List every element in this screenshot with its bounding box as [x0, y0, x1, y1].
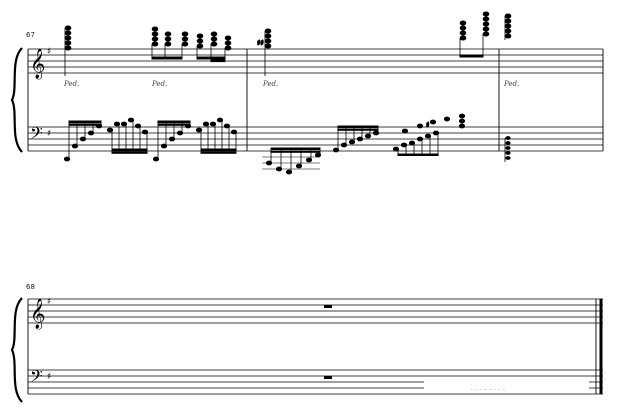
- whole-rest: [324, 376, 332, 379]
- barlines-system-2: [27, 299, 603, 394]
- key-sharp-bass: ♯: [47, 129, 51, 139]
- measure-number: 68: [26, 283, 35, 291]
- measure-number: 67: [26, 31, 35, 39]
- treble-chord-m3: [504, 13, 512, 40]
- system-2: 68 𝄞 𝄢 ♯ ♯: [10, 283, 603, 403]
- pedal-mark: Ped.: [151, 80, 167, 88]
- beamed-chords-high: [459, 11, 490, 58]
- bass-clef: 𝄢: [30, 366, 43, 390]
- pedal-mark: Ped.: [63, 80, 79, 88]
- treble-clef: 𝄞: [30, 298, 45, 330]
- barlines-system-1: [27, 49, 604, 151]
- key-sharp-bass: ♯: [47, 372, 51, 382]
- pedal-mark: Ped.: [262, 80, 278, 88]
- grand-staff-brace: [10, 47, 23, 153]
- whole-rest: [324, 305, 332, 308]
- bass-chord-m3: [504, 136, 511, 162]
- grand-staff-brace: [10, 297, 23, 403]
- bass-arpeggio-m2: ♯: [262, 113, 466, 175]
- key-sharp-treble: ♯: [47, 297, 51, 307]
- treble-chords-m1: [64, 25, 232, 76]
- bass-clef: 𝄢: [30, 123, 43, 147]
- beamed-chords: [151, 26, 232, 63]
- svg-text:♯: ♯: [426, 121, 429, 129]
- svg-text:........: ........: [470, 385, 507, 392]
- pedal-mark: Ped.: [503, 80, 519, 88]
- treble-clef: 𝄞: [30, 48, 45, 80]
- key-sharp-treble: ♯: [47, 47, 51, 57]
- system-1: 67 𝄞 𝄢 ♯ ♯: [10, 11, 604, 175]
- chord-stack: [64, 25, 72, 76]
- bass-arpeggio-m1: [63, 117, 238, 162]
- watermark: ........: [424, 380, 589, 392]
- svg-text:♯♯: ♯♯: [257, 39, 264, 47]
- treble-staff: [28, 298, 603, 324]
- treble-staff: [28, 48, 603, 74]
- bass-staff: [28, 126, 603, 152]
- treble-chords-m2: ♯♯: [257, 11, 490, 76]
